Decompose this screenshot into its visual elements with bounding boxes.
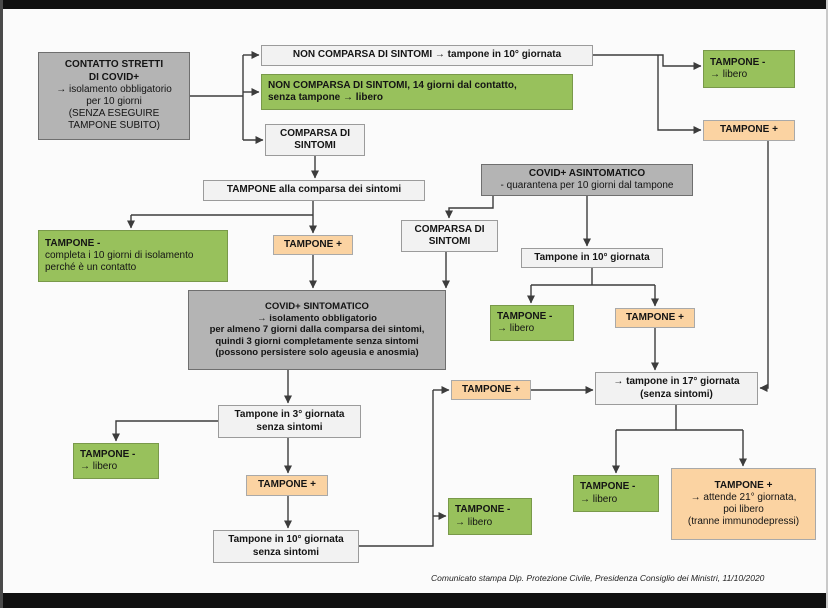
node-text: TAMPONE + <box>258 479 316 491</box>
node-tampone-10-giornata-asintomatico: Tampone in 10° giornata <box>521 248 663 268</box>
node-title: CONTATTO STRETTI DI COVID+ <box>64 59 164 83</box>
node-body: → libero <box>497 323 535 334</box>
node-text: NON COMPARSA DI SINTOMI, 14 giorni dal c… <box>268 79 517 103</box>
node-body: → libero <box>580 493 618 505</box>
node-tampone-positivo-top: TAMPONE + <box>703 120 795 141</box>
node-tampone-positivo-mid: TAMPONE + <box>451 380 531 400</box>
node-title: TAMPONE - <box>497 310 553 322</box>
node-title: TAMPONE - <box>80 448 136 460</box>
node-comparsa-sintomi-a: COMPARSA DI SINTOMI <box>265 124 365 156</box>
node-title: TAMPONE - <box>455 504 511 516</box>
node-body: completa i 10 giorni di isolamento perch… <box>45 249 194 274</box>
node-text: NON COMPARSA DI SINTOMI → tampone in 10°… <box>292 49 562 61</box>
node-non-comparsa-sintomi-14gg: NON COMPARSA DI SINTOMI, 14 giorni dal c… <box>261 74 573 110</box>
node-tampone-10-giornata-sintomatico: Tampone in 10° giornata senza sintomi <box>213 530 359 563</box>
node-title: TAMPONE - <box>45 237 101 249</box>
node-tampone-positivo-asintomatico: TAMPONE + <box>615 308 695 328</box>
node-text: TAMPONE + <box>720 124 778 136</box>
node-body: - quarantena per 10 giorni dal tampone <box>500 180 674 191</box>
node-tampone-negativo-libero-top: TAMPONE - → libero <box>703 50 795 88</box>
node-title: TAMPONE + <box>714 479 773 491</box>
node-body: → libero <box>710 69 748 80</box>
node-title: COVID+ SINTOMATICO <box>265 301 369 313</box>
node-body: → attende 21° giornata, poi libero (tran… <box>687 491 800 528</box>
node-tampone-3-giornata: Tampone in 3° giornata senza sintomi <box>218 405 361 438</box>
node-tampone-17-giornata: → tampone in 17° giornata (senza sintomi… <box>595 372 758 405</box>
node-title: TAMPONE - <box>580 481 636 493</box>
node-text: COMPARSA DI SINTOMI <box>280 127 350 151</box>
top-letterbox-bar <box>3 0 826 9</box>
node-covid-sintomatico: COVID+ SINTOMATICO → isolamento obbligat… <box>188 290 446 370</box>
node-tampone-alla-comparsa: TAMPONE alla comparsa dei sintomi <box>203 180 425 201</box>
footer-credit: Comunicato stampa Dip. Protezione Civile… <box>431 573 765 583</box>
node-body: → libero <box>455 516 493 528</box>
node-text: Tampone in 10° giornata <box>534 251 650 263</box>
node-tampone-negativo-17: TAMPONE - → libero <box>573 475 659 512</box>
node-title: TAMPONE - <box>710 56 766 68</box>
node-tampone-negativo-contatto: TAMPONE - completa i 10 giorni di isolam… <box>38 230 228 282</box>
node-covid-asintomatico: COVID+ ASINTOMATICO - quarantena per 10 … <box>481 164 693 196</box>
node-comparsa-sintomi-b: COMPARSA DI SINTOMI <box>401 220 498 252</box>
node-body: → libero <box>80 461 118 472</box>
bottom-letterbox-bar <box>3 593 826 608</box>
node-tampone-negativo-10: TAMPONE - → libero <box>448 498 532 535</box>
node-text: TAMPONE + <box>284 238 342 250</box>
node-tampone-positivo-21: TAMPONE + → attende 21° giornata, poi li… <box>671 468 816 540</box>
node-text: Tampone in 10° giornata senza sintomi <box>228 534 344 558</box>
node-title: COVID+ ASINTOMATICO <box>528 167 646 179</box>
node-tampone-positivo-3: TAMPONE + <box>246 475 328 496</box>
node-body: → isolamento obbligatorio per almeno 7 g… <box>209 312 425 359</box>
node-text: TAMPONE alla comparsa dei sintomi <box>226 184 402 196</box>
node-tampone-negativo-asintomatico: TAMPONE - → libero <box>490 305 574 341</box>
node-text: → tampone in 17° giornata (senza sintomi… <box>613 376 740 400</box>
node-tampone-positivo-a: TAMPONE + <box>273 235 353 255</box>
node-tampone-negativo-3: TAMPONE - → libero <box>73 443 159 479</box>
node-text: TAMPONE + <box>626 311 684 323</box>
node-non-comparsa-sintomi-tampone10: NON COMPARSA DI SINTOMI → tampone in 10°… <box>261 45 593 66</box>
node-body: → isolamento obbligatorio per 10 giorni … <box>56 83 172 132</box>
node-text: Tampone in 3° giornata senza sintomi <box>234 409 345 433</box>
node-contatto-stretti: CONTATTO STRETTI DI COVID+ → isolamento … <box>38 52 190 140</box>
node-text: TAMPONE + <box>462 383 520 395</box>
node-text: COMPARSA DI SINTOMI <box>414 223 485 247</box>
